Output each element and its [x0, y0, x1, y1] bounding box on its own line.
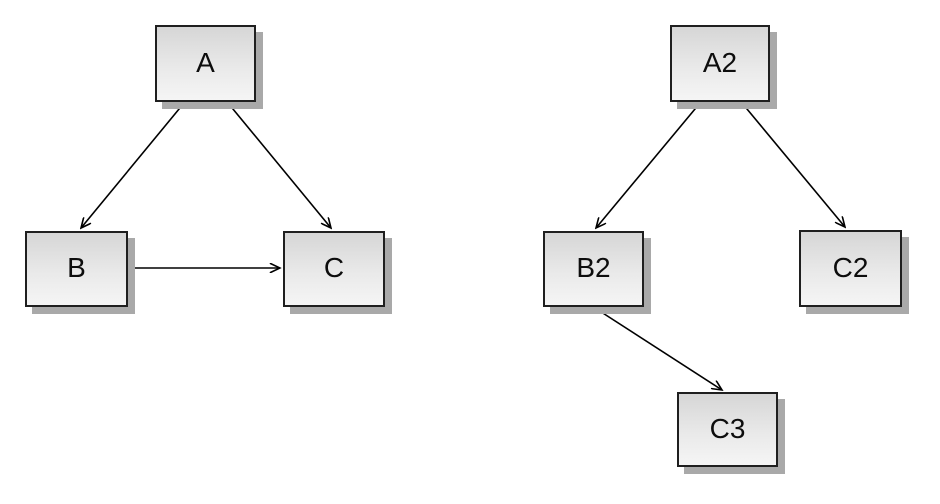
node-C3-label: C3 [709, 412, 746, 444]
node-A[interactable]: A [155, 25, 256, 102]
edge-A-C [227, 102, 331, 228]
edge-B2-C3 [594, 307, 722, 390]
node-C[interactable]: C [283, 231, 385, 307]
node-B-label: B [67, 252, 86, 283]
node-A2-label: A2 [702, 46, 738, 78]
node-C3[interactable]: C3 [677, 392, 778, 467]
edge-A2-C2 [741, 102, 845, 227]
node-C-label: C [323, 252, 345, 283]
node-C2-label: C2 [832, 251, 869, 283]
node-B2[interactable]: B2 [543, 231, 644, 307]
edge-A2-B2 [596, 102, 701, 228]
node-A2[interactable]: A2 [670, 25, 770, 102]
node-B2-label: B2 [576, 252, 611, 283]
edge-A-B [81, 102, 185, 228]
node-B[interactable]: B [25, 231, 128, 307]
node-A-label: A [196, 46, 215, 78]
node-C2[interactable]: C2 [799, 230, 902, 307]
